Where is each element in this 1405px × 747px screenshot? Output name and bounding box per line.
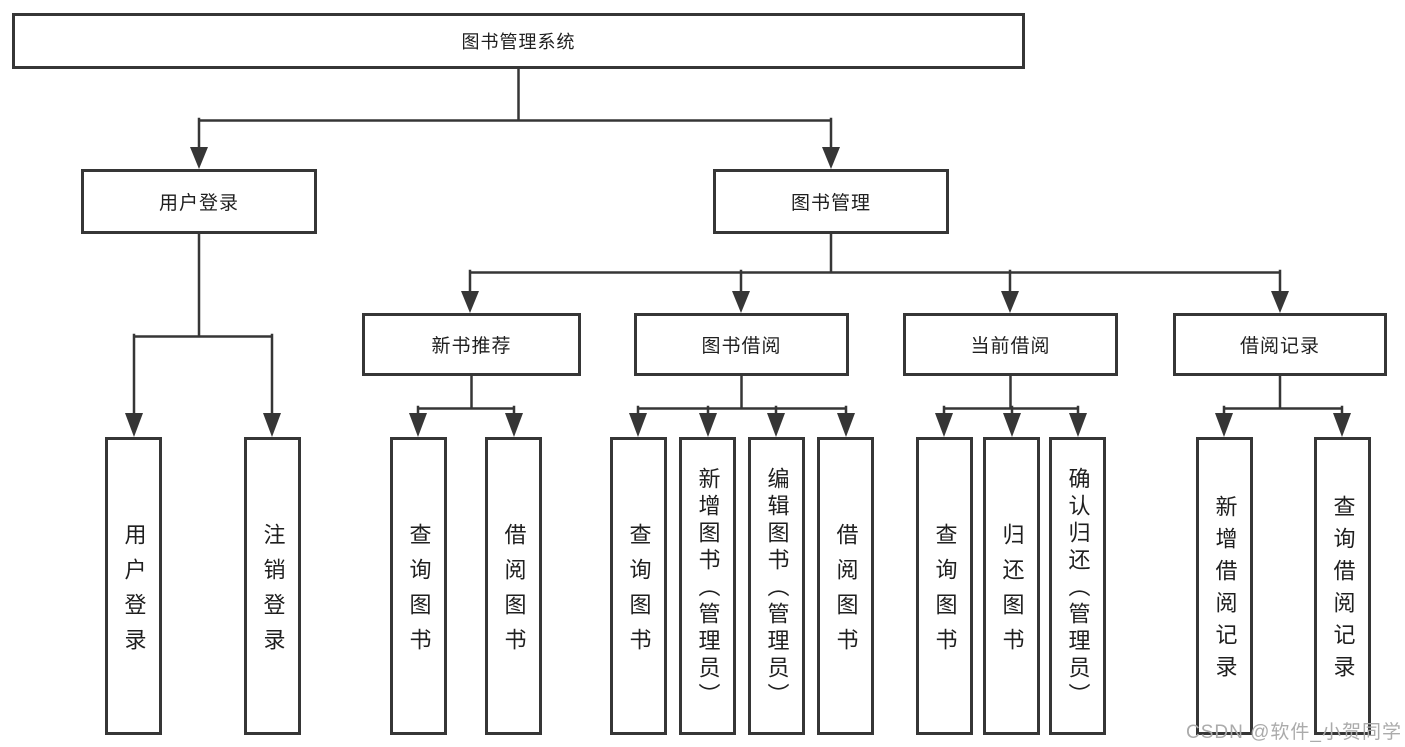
- arrow-down-icon: [699, 413, 717, 437]
- leaf-borrow-books: 借阅图书: [485, 437, 542, 735]
- connector-book-mgmt-to-level3: [468, 231, 1282, 295]
- node-label: 借阅图书: [501, 522, 527, 663]
- connector-user-login-to-leaves: [132, 231, 274, 417]
- arrow-down-icon: [1333, 413, 1351, 437]
- arrow-down-icon: [1001, 291, 1019, 313]
- leaf-logout: 注销登录: [244, 437, 301, 735]
- connector-borrow-records-to-leaves: [1222, 373, 1344, 418]
- arrow-down-icon: [732, 291, 750, 313]
- node-label: 查询图书: [406, 522, 432, 663]
- leaf-add-borrow-record: 新增借阅记录: [1196, 437, 1253, 735]
- arrow-down-icon: [125, 413, 143, 437]
- arrow-down-icon: [1069, 413, 1087, 437]
- arrow-down-icon: [629, 413, 647, 437]
- arrow-down-icon: [1271, 291, 1289, 313]
- node-book-management: 图书管理: [713, 169, 949, 234]
- arrow-down-icon: [837, 413, 855, 437]
- arrow-down-icon: [263, 413, 281, 437]
- connector-current-borrow-to-leaves: [942, 373, 1080, 418]
- csdn-watermark: CSDN @软件_小贺同学: [1186, 722, 1402, 743]
- connector-new-book-rec-to-leaves: [416, 373, 516, 418]
- node-label: 图书管理: [790, 193, 871, 214]
- node-new-book-recommendation: 新书推荐: [362, 313, 581, 376]
- node-label: 借阅记录: [1239, 336, 1320, 357]
- arrow-down-icon: [1003, 413, 1021, 437]
- node-book-borrowing: 图书借阅: [634, 313, 849, 376]
- arrow-down-icon: [767, 413, 785, 437]
- node-label: 当前借阅: [970, 336, 1051, 357]
- node-label: 新增图书（管理员）: [695, 467, 721, 710]
- node-current-borrowing: 当前借阅: [903, 313, 1118, 376]
- arrow-down-icon: [935, 413, 953, 437]
- connector-book-borrow-to-leaves: [636, 373, 848, 418]
- node-label: 用户登录: [158, 193, 239, 214]
- leaf-edit-book-admin: 编辑图书（管理员）: [748, 437, 805, 735]
- leaf-confirm-return-admin: 确认归还（管理员）: [1049, 437, 1106, 735]
- node-label: 查询借阅记录: [1330, 495, 1356, 687]
- arrow-down-icon: [409, 413, 427, 437]
- connector-root-to-level2: [197, 66, 833, 153]
- leaf-return-books: 归还图书: [983, 437, 1040, 735]
- arrow-down-icon: [190, 147, 208, 169]
- node-label: 查询图书: [932, 522, 958, 663]
- leaf-user-login: 用户登录: [105, 437, 162, 735]
- node-label: 图书管理系统: [461, 32, 576, 52]
- node-label: 图书借阅: [701, 336, 782, 357]
- leaf-query-borrow-record: 查询借阅记录: [1314, 437, 1371, 735]
- node-label: 确认归还（管理员）: [1065, 467, 1091, 710]
- node-label: 新书推荐: [431, 336, 512, 357]
- node-user-login: 用户登录: [81, 169, 317, 234]
- node-label: 编辑图书（管理员）: [764, 467, 790, 710]
- node-borrowing-records: 借阅记录: [1173, 313, 1387, 376]
- arrow-down-icon: [822, 147, 840, 169]
- arrow-down-icon: [1215, 413, 1233, 437]
- node-label: 注销登录: [260, 522, 286, 663]
- leaf-borrow-books: 借阅图书: [817, 437, 874, 735]
- arrow-down-icon: [505, 413, 523, 437]
- node-label: 查询图书: [626, 522, 652, 663]
- node-system-title: 图书管理系统: [12, 13, 1025, 69]
- leaf-query-books: 查询图书: [916, 437, 973, 735]
- node-label: 归还图书: [999, 522, 1025, 663]
- leaf-add-book-admin: 新增图书（管理员）: [679, 437, 736, 735]
- arrow-down-icon: [461, 291, 479, 313]
- node-label: 借阅图书: [833, 522, 859, 663]
- node-label: 新增借阅记录: [1212, 495, 1238, 687]
- leaf-query-books: 查询图书: [610, 437, 667, 735]
- node-label: 用户登录: [121, 522, 147, 663]
- arrowheads: [125, 147, 1351, 437]
- leaf-query-books: 查询图书: [390, 437, 447, 735]
